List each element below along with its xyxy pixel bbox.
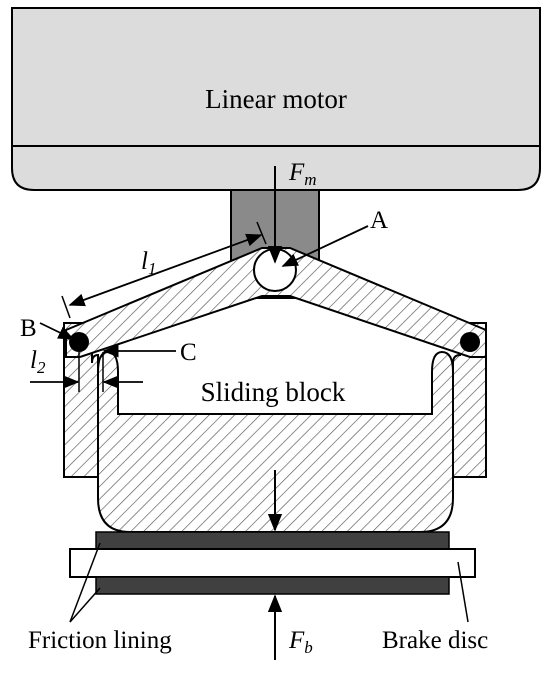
dim-l1-ext-left <box>61 295 71 319</box>
leader-lining-bottom <box>69 587 101 623</box>
leader-brake-disc <box>457 561 469 623</box>
label-b: B <box>20 315 37 342</box>
label-l1: l1 <box>141 248 156 278</box>
leader-lining-top <box>69 542 101 623</box>
pin-b-left <box>69 332 89 352</box>
friction-lining-top <box>95 531 450 550</box>
leader-a <box>281 225 369 267</box>
right-side-wall <box>452 322 487 478</box>
label-l2: l2 <box>30 347 46 377</box>
pin-b-right <box>460 332 480 352</box>
linear-motor: Linear motor <box>11 7 541 191</box>
force-fb-label: Fb <box>288 627 313 657</box>
label-c: C <box>180 339 197 366</box>
sliding-block-label: Sliding block <box>201 377 346 407</box>
friction-lining-label: Friction lining <box>28 627 172 654</box>
dim-l1-ext-right <box>256 221 267 245</box>
motor-label: Linear motor <box>205 84 347 114</box>
brake-disc <box>69 548 476 578</box>
leader-b <box>39 322 75 340</box>
brake-disc-label: Brake disc <box>382 627 488 654</box>
friction-lining-bottom <box>95 576 450 595</box>
dim-l1-arrow <box>68 233 263 307</box>
label-a: A <box>370 207 388 234</box>
force-fm-label: Fm <box>288 159 317 189</box>
